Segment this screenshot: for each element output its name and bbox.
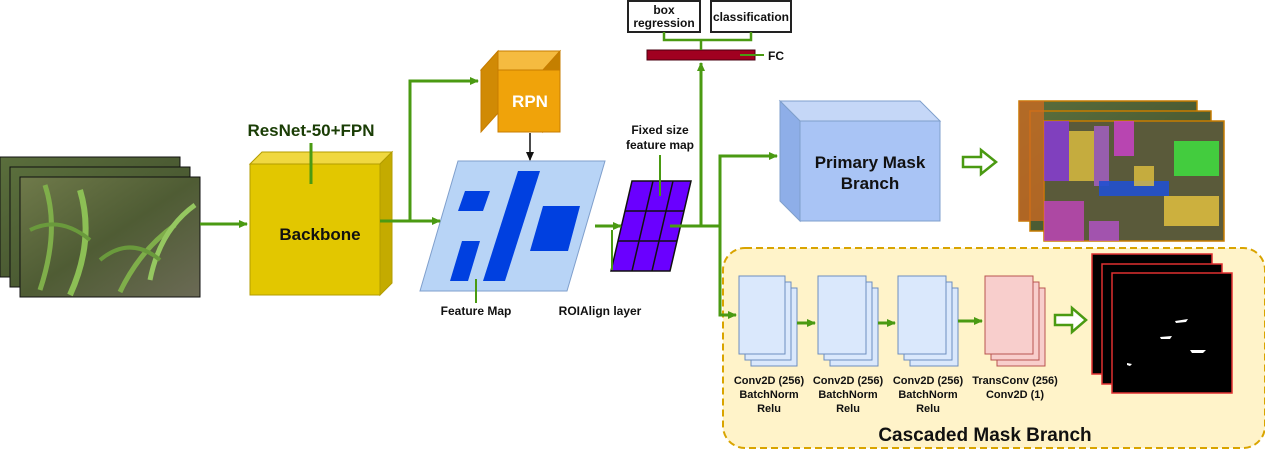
box-regression-box bbox=[627, 0, 701, 33]
arrow-grid-to-cascade bbox=[718, 226, 737, 319]
feature-map-label: Feature Map bbox=[441, 304, 512, 318]
cascade-block-2-line2: BatchNorm bbox=[818, 389, 878, 401]
cascade-block-4-line1: TransConv (256) bbox=[972, 375, 1058, 387]
cascade-block-2-line3: Relu bbox=[836, 403, 860, 415]
rpn-label: RPN bbox=[512, 92, 548, 111]
cascade-block-1-line3: Relu bbox=[757, 403, 781, 415]
cascade-block-1 bbox=[738, 275, 798, 367]
arrow-backbone-to-rpn bbox=[408, 77, 479, 221]
cascade-block-3-line2: BatchNorm bbox=[898, 389, 958, 401]
input-image-stack bbox=[0, 156, 201, 298]
primary-mask-branch-block bbox=[778, 99, 942, 223]
feature-map bbox=[419, 160, 606, 292]
fixed-size-label-2: feature map bbox=[626, 138, 694, 152]
primary-output-hollow-arrow bbox=[961, 147, 999, 177]
box-regression-label-2: regression bbox=[633, 16, 694, 30]
fc-bar bbox=[646, 49, 756, 61]
primary-mask-label-1: Primary Mask bbox=[815, 153, 926, 172]
cascade-block-2 bbox=[817, 275, 879, 367]
cascade-block-3-line3: Relu bbox=[916, 403, 940, 415]
cascade-block-2-line1: Conv2D (256) bbox=[813, 375, 884, 387]
primary-mask-label-2: Branch bbox=[841, 174, 900, 193]
backbone-caption: ResNet-50+FPN bbox=[247, 121, 374, 140]
rpn-block bbox=[479, 49, 562, 134]
binary-mask-stack bbox=[1091, 253, 1233, 394]
cascaded-branch-title: Cascaded Mask Branch bbox=[878, 425, 1091, 446]
roi-feature-grid bbox=[610, 180, 692, 272]
arrow-grid-to-primary bbox=[670, 152, 778, 228]
fc-label: FC bbox=[768, 49, 784, 63]
fc-output-connector bbox=[662, 32, 753, 42]
cascaded-output-hollow-arrow bbox=[1053, 305, 1088, 335]
cascade-block-1-line2: BatchNorm bbox=[739, 389, 799, 401]
segmented-output-stack bbox=[1018, 100, 1225, 242]
box-regression-label-1: box bbox=[653, 3, 675, 17]
flow-connectors bbox=[200, 62, 983, 327]
classification-label: classification bbox=[713, 10, 789, 24]
cascade-block-3-line1: Conv2D (256) bbox=[893, 375, 964, 387]
cascade-block-1-line1: Conv2D (256) bbox=[734, 375, 805, 387]
cascade-block-4-line2: Conv2D (1) bbox=[986, 389, 1044, 401]
backbone-block bbox=[248, 150, 394, 297]
roialign-label: ROIAlign layer bbox=[559, 304, 642, 318]
backbone-label: Backbone bbox=[279, 225, 360, 244]
cascade-block-3 bbox=[897, 275, 959, 367]
cascade-block-transconv bbox=[984, 275, 1046, 367]
fixed-size-label-1: Fixed size bbox=[631, 123, 689, 137]
